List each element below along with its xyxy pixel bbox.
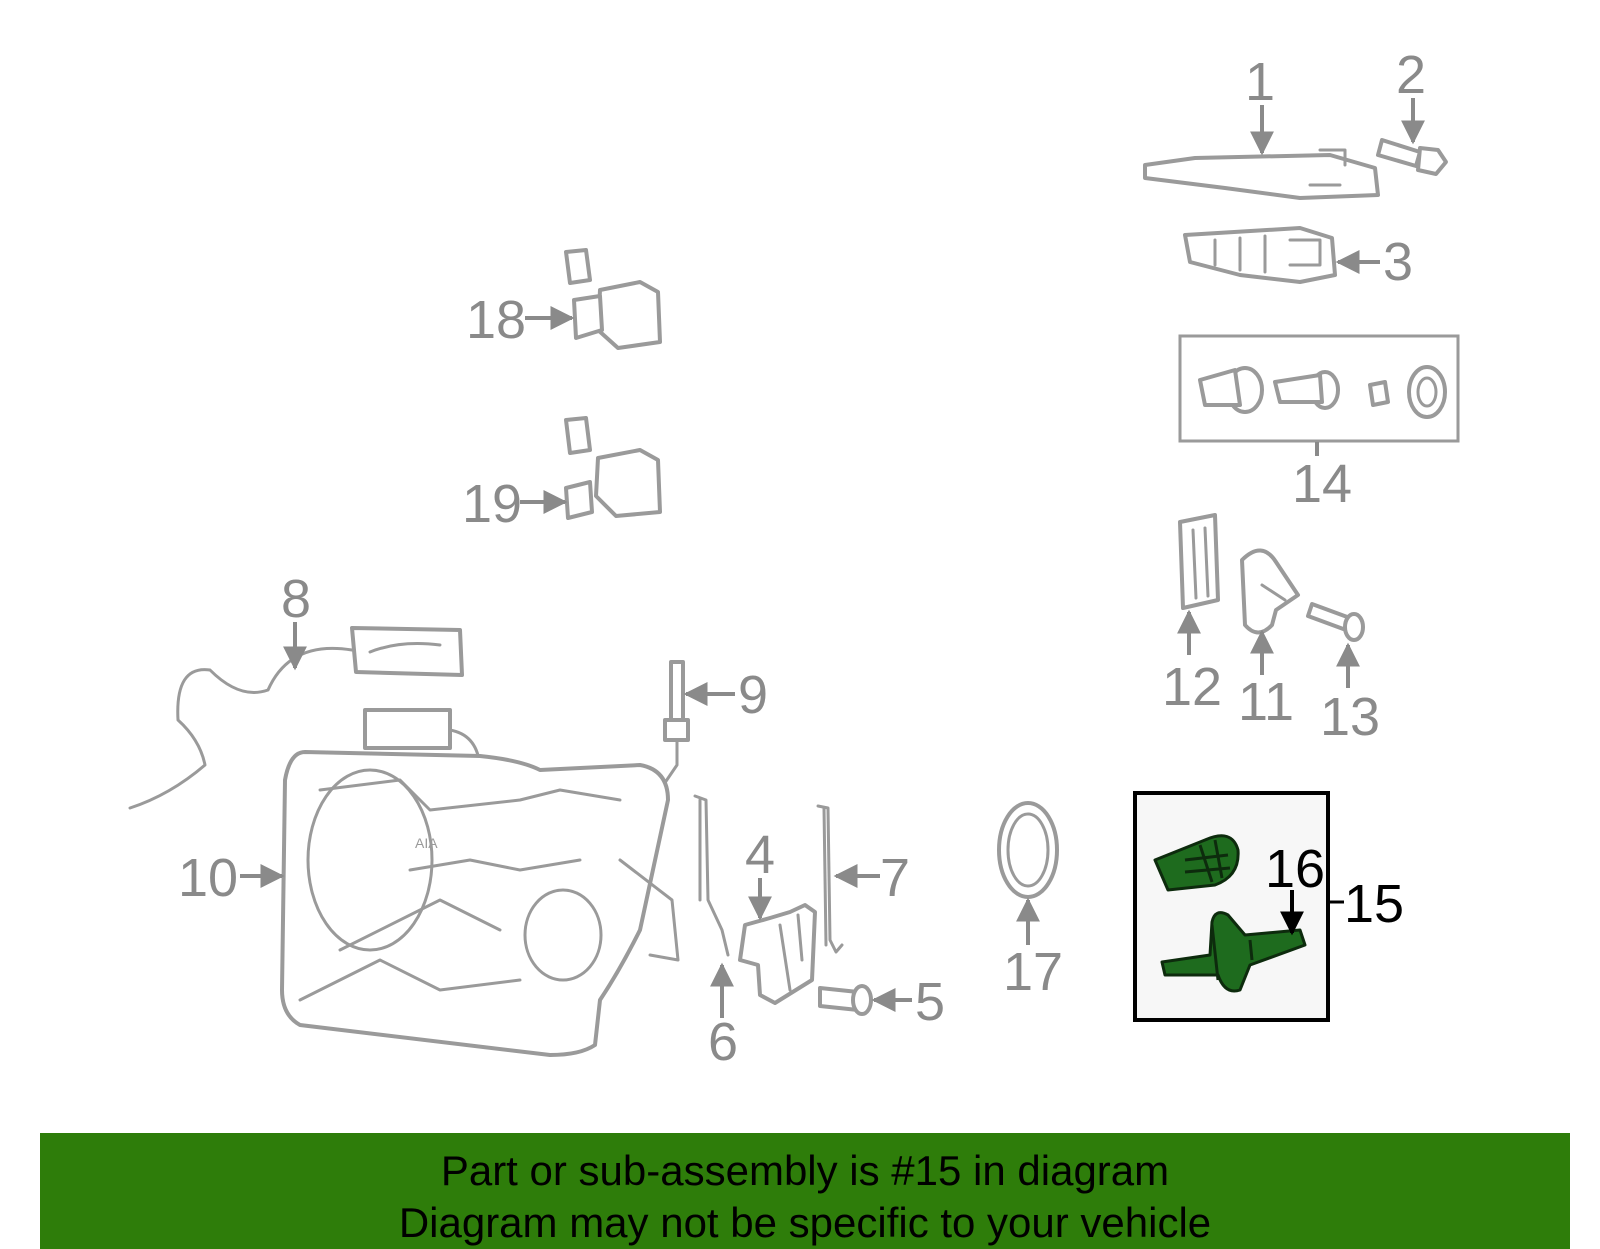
callout-18: 18 (466, 290, 526, 350)
part-3-handle-bracket (1183, 226, 1337, 284)
callout-2: 2 (1396, 45, 1426, 105)
part-15-highlighted-assembly (1133, 791, 1330, 1022)
callout-15: 15 (1344, 874, 1404, 934)
part-19-hinge (564, 416, 662, 520)
callout-4: 4 (745, 825, 775, 885)
callout-5: 5 (915, 972, 945, 1032)
callout-9: 9 (738, 665, 768, 725)
banner-line-2: Diagram may not be specific to your vehi… (398, 1199, 1212, 1246)
callout-14: 14 (1292, 454, 1352, 514)
part-12-seal (1178, 513, 1220, 610)
part-8-inside-handle (128, 626, 464, 810)
part-18-hinge (564, 248, 662, 350)
callout-13: 13 (1320, 687, 1380, 747)
part-1-outside-handle (1143, 148, 1380, 200)
part-17-grommet (997, 801, 1059, 899)
part-5-screw (818, 984, 873, 1016)
callout-19: 19 (462, 474, 522, 534)
banner-line-1: Part or sub-assembly is #15 in diagram (440, 1147, 1170, 1194)
callout-8: 8 (281, 569, 311, 629)
callout-7: 7 (880, 848, 910, 908)
part-11-striker (1240, 548, 1300, 635)
callout-10: 10 (178, 848, 238, 908)
part-14-lock-kit (1178, 334, 1460, 443)
callout-16: 16 (1265, 839, 1325, 899)
part-10-door-module: AIA (280, 708, 680, 1057)
callout-6: 6 (708, 1012, 738, 1072)
part-2-bolt (1376, 138, 1448, 176)
callout-1: 1 (1245, 52, 1275, 112)
part-6-rod (693, 794, 730, 957)
part-7-rod (816, 804, 844, 954)
svg-text:AIA: AIA (415, 835, 438, 851)
callout-3: 3 (1383, 232, 1413, 292)
info-banner: Part or sub-assembly is #15 in diagram D… (40, 1133, 1570, 1249)
part-4-latch (738, 903, 817, 1005)
callout-17: 17 (1003, 942, 1063, 1002)
callout-11: 11 (1238, 672, 1294, 732)
part-13-screw (1306, 602, 1365, 642)
callout-12: 12 (1162, 657, 1222, 717)
